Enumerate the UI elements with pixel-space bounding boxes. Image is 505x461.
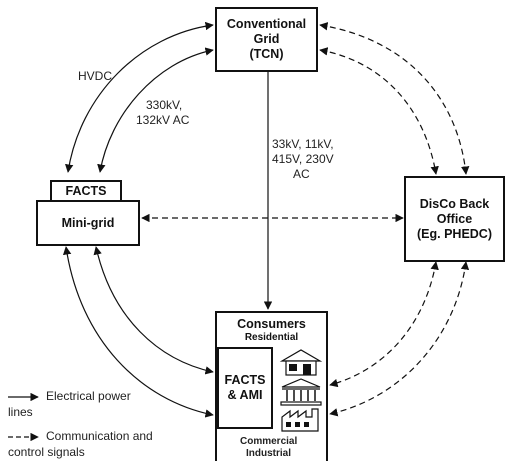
legend-electrical-label-1: Electrical power xyxy=(46,389,131,403)
hvdc-link-arrow xyxy=(65,21,214,173)
house-icon xyxy=(279,349,323,376)
disco-line-3: (Eg. PHEDC) xyxy=(417,226,492,241)
legend-communication-label-2: control signals xyxy=(8,445,85,459)
facts-ami-line-1: FACTS xyxy=(224,373,266,387)
facts-ami-node: FACTS & AMI xyxy=(217,347,273,429)
grid-disco-outer-signal-arrow xyxy=(319,22,470,175)
disco-back-office-node: DisCo Back Office (Eg. PHEDC) xyxy=(404,176,505,262)
disco-consumers-inner-signal-arrow xyxy=(329,261,439,388)
commercial-building-icon xyxy=(280,378,322,406)
minigrid-title: Mini-grid xyxy=(61,215,115,230)
consumers-industrial-label: Industrial xyxy=(246,448,292,459)
disco-line-1: DisCo Back xyxy=(419,196,490,211)
consumers-commercial-label: Commercial xyxy=(240,436,298,447)
consumers-residential-label: Residential xyxy=(244,332,299,343)
disco-line-2: Office xyxy=(436,211,473,226)
hvdc-label: HVDC xyxy=(78,69,113,83)
facts-ami-line-2: & AMI xyxy=(227,388,263,402)
grid-title: Conventional Grid xyxy=(226,17,307,46)
distribution-label-1: 33kV, 11kV, xyxy=(272,137,334,151)
distribution-label-3: AC xyxy=(293,167,310,181)
disco-consumers-outer-signal-arrow xyxy=(329,261,470,417)
grid-disco-inner-signal-arrow xyxy=(319,47,439,175)
distribution-label-2: 415V, 230V xyxy=(272,152,334,166)
minigrid-node: Mini-grid xyxy=(36,200,140,246)
facts-node: FACTS xyxy=(50,180,122,202)
facts-title: FACTS xyxy=(65,183,107,198)
consumers-title: Consumers xyxy=(237,317,306,331)
conventional-grid-node: Conventional Grid (TCN) xyxy=(215,7,318,72)
ac-transmission-label-1: 330kV, xyxy=(146,98,183,112)
grid-subtitle: (TCN) xyxy=(249,47,284,61)
minigrid-consumers-inner-arrow xyxy=(93,246,214,375)
ac-transmission-link-arrow xyxy=(97,47,214,173)
consumer-icons xyxy=(279,349,323,432)
legend-electrical-label-2: lines xyxy=(8,405,33,419)
factory-icon xyxy=(281,408,319,432)
legend-communication-label-1: Communication and xyxy=(46,429,153,443)
ac-transmission-label-2: 132kV AC xyxy=(136,113,190,127)
